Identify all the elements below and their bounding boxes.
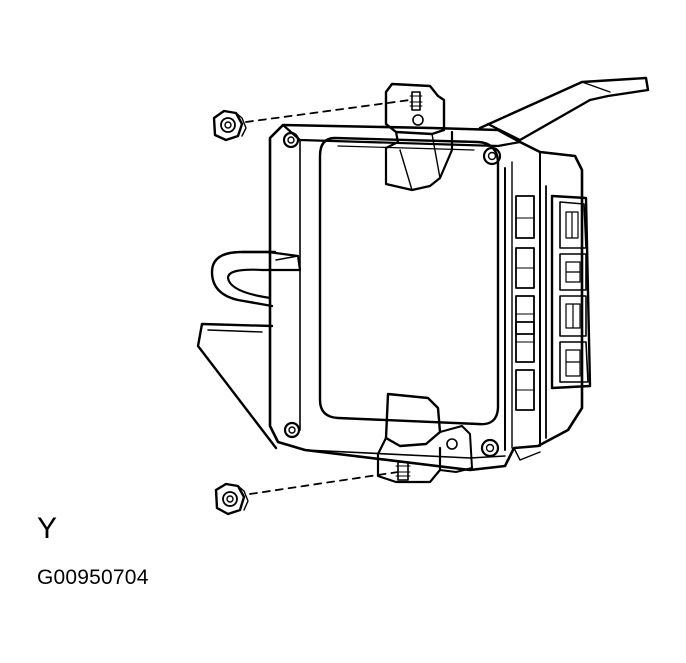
side-rib-cavities: [515, 185, 547, 439]
left-gusset-plate: [196, 322, 278, 450]
assembly-guide-lines: [245, 99, 411, 495]
wiring-connector-block: [550, 194, 592, 390]
figure-code: G00950704: [37, 566, 149, 589]
lower-guide-line: [249, 471, 399, 495]
upper-mounting-bracket: [384, 82, 454, 192]
ecu-housing: [268, 123, 584, 472]
upper-nut: [212, 109, 247, 142]
left-hook-bracket: [210, 250, 302, 308]
upper-guide-line: [245, 99, 411, 123]
lower-nut: [214, 482, 249, 516]
view-label: Y: [37, 512, 58, 545]
support-arm: [478, 76, 650, 142]
